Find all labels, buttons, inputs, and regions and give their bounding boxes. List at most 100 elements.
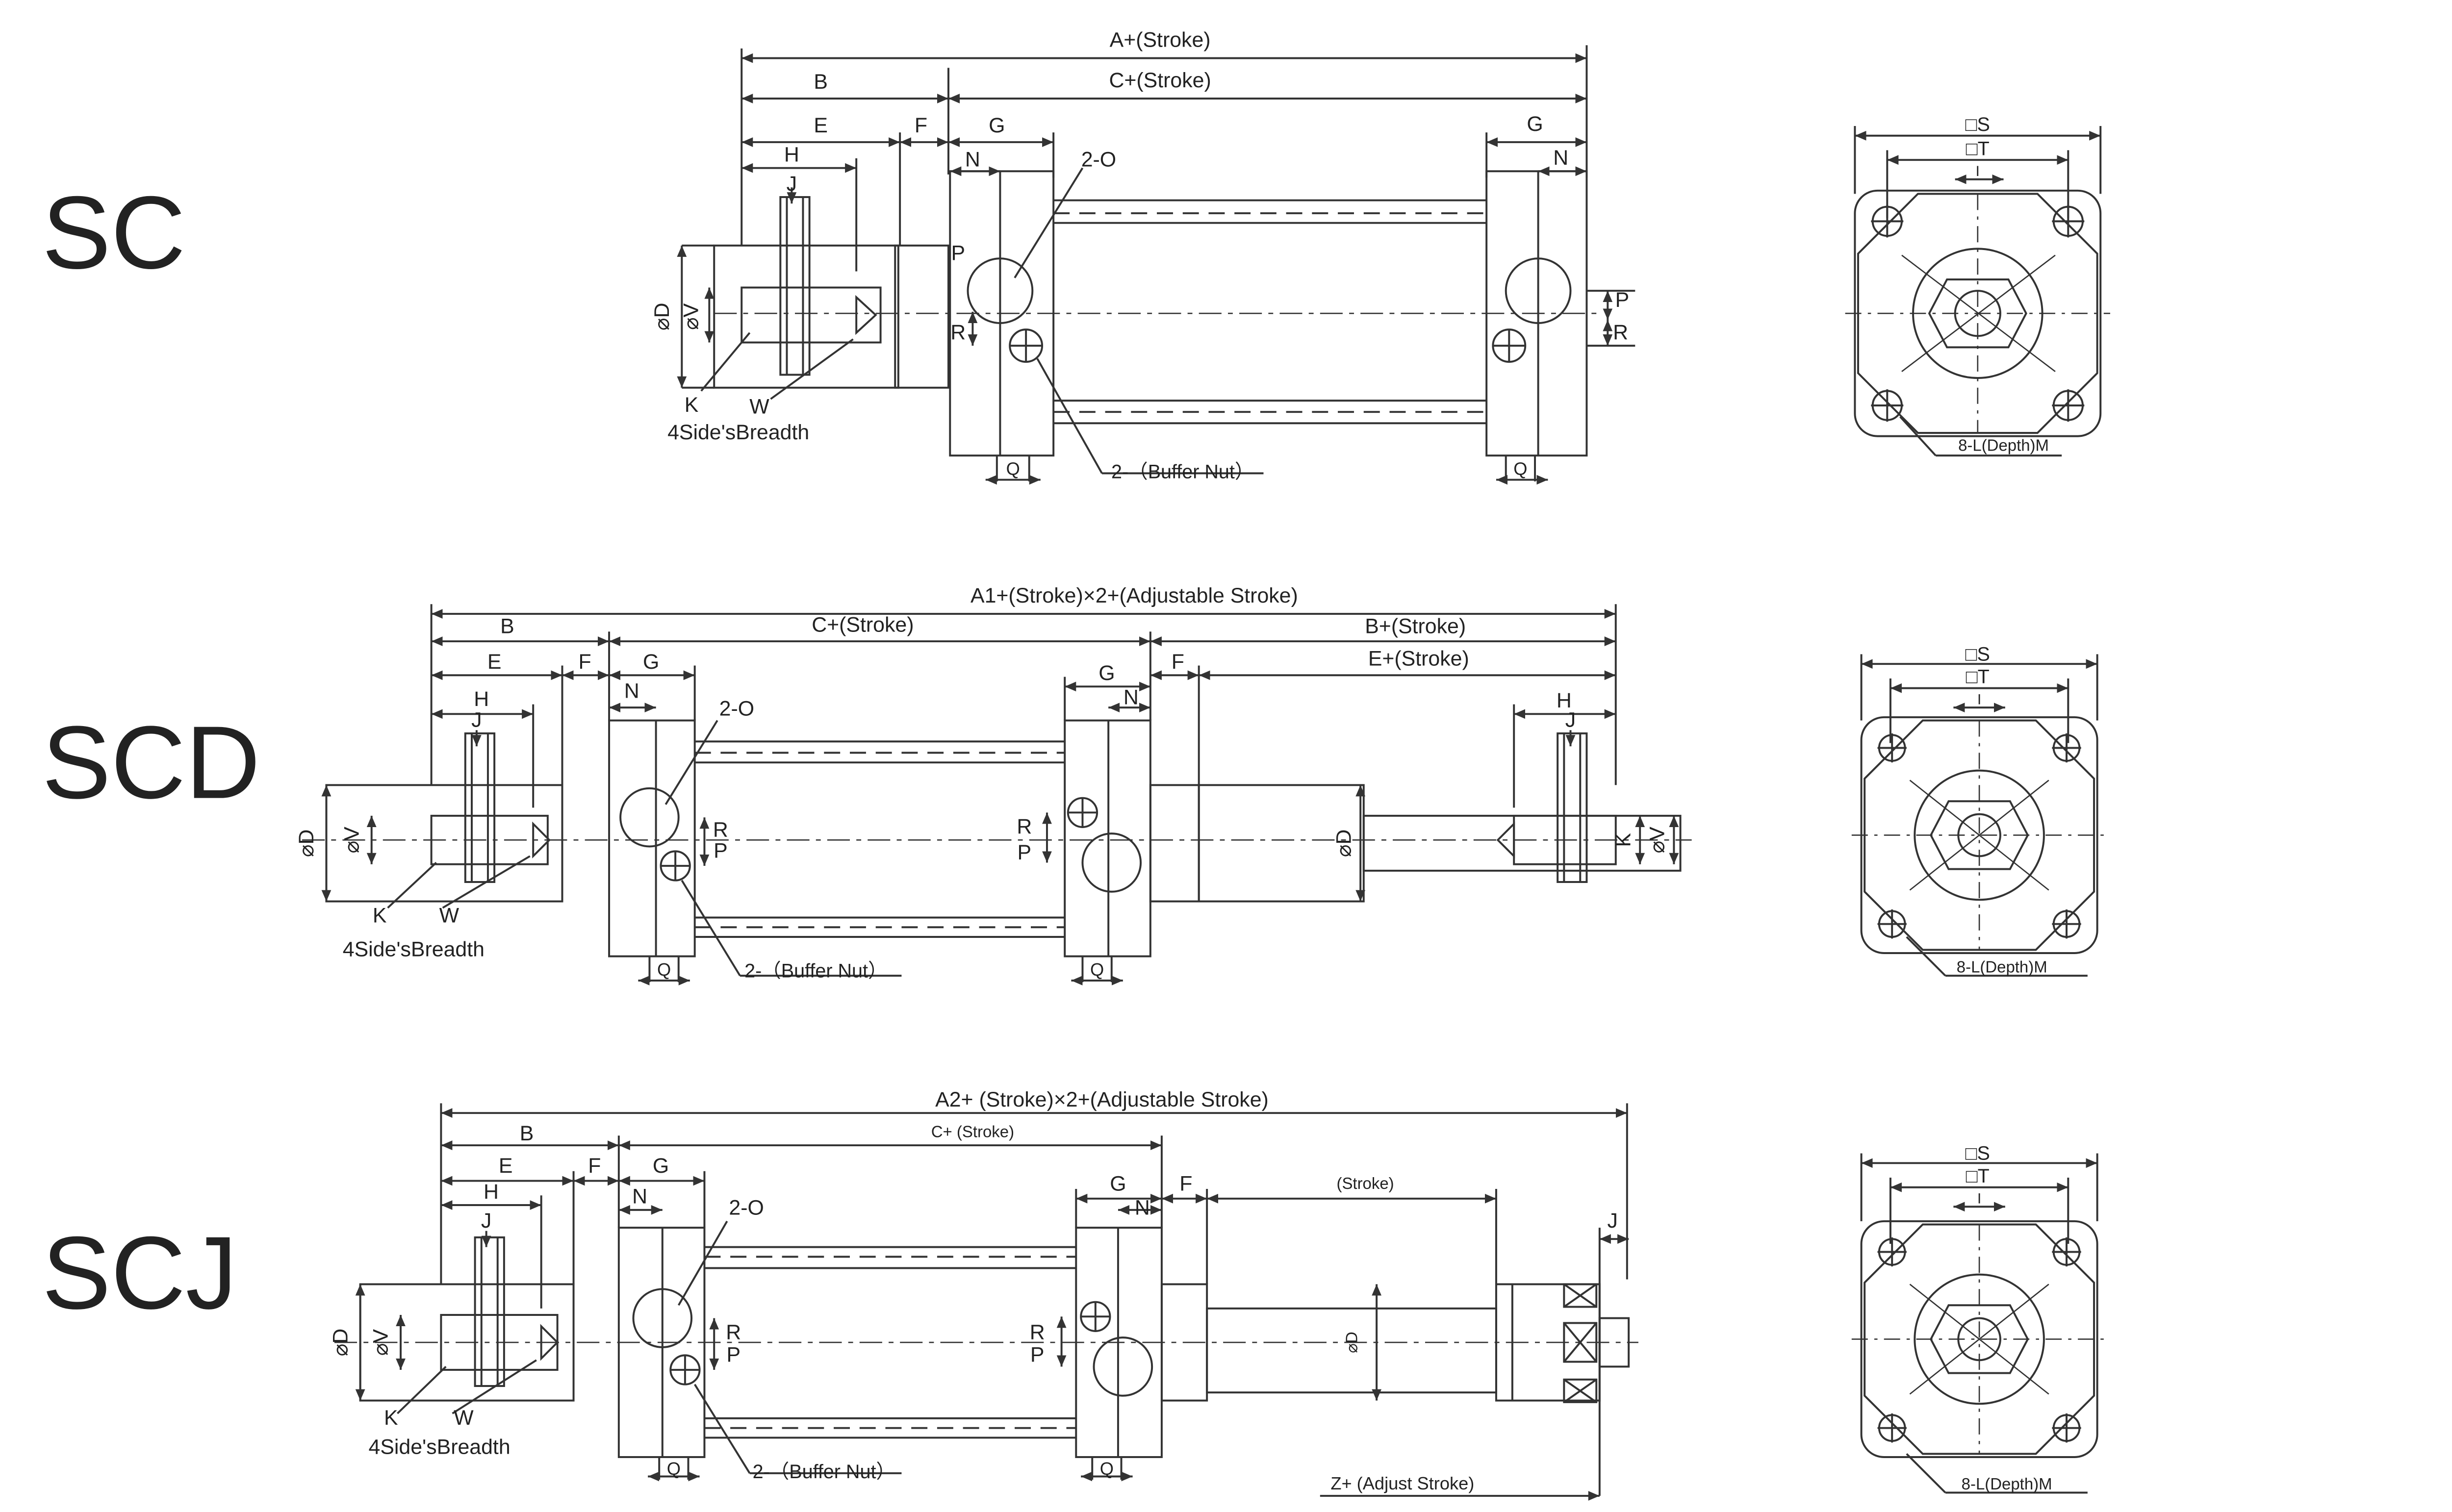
scj-dim-h: H <box>484 1180 499 1204</box>
scj-buffer-nut: 2-（Buffer Nut） <box>753 1461 895 1483</box>
scj-dim-q-right: Q <box>1100 1459 1114 1479</box>
scd-labels: A1+(Stroke)×2+(Adjustable Stroke) B C+(S… <box>295 584 1669 982</box>
sc-dim-p-left: P <box>951 241 965 265</box>
scj-dim-r-left: R <box>726 1320 741 1344</box>
scj-dim-d-rod: ⌀D <box>1343 1332 1361 1353</box>
scd-dim-o: 2-O <box>719 697 754 721</box>
sc-labels: A+(Stroke) B C+(Stroke) E F G G H J N N … <box>650 28 1629 483</box>
scd-side-view <box>302 604 1692 985</box>
scd-end-t: □T <box>1966 666 1990 688</box>
sc-dim-v: ⌀V <box>679 303 703 330</box>
scj-dim-p-left: P <box>726 1343 741 1367</box>
scd-dim-f-left: F <box>579 650 591 674</box>
scd-end-view <box>1851 654 2107 977</box>
scj-side-view <box>334 1103 1638 1501</box>
scj-dim-o: 2-O <box>729 1196 764 1220</box>
sc-dim-b: B <box>814 70 828 94</box>
sc-buffer-nut: 2-（Buffer Nut） <box>1111 461 1254 482</box>
sc-dim-top: A+(Stroke) <box>1110 28 1211 52</box>
scj-dim-p-right: P <box>1030 1343 1045 1367</box>
scd-dim-top: A1+(Stroke)×2+(Adjustable Stroke) <box>971 584 1298 607</box>
sc-dim-p-right: P <box>1615 288 1630 312</box>
sc-dim-g-left: G <box>989 114 1005 137</box>
sc-dim-n-right: N <box>1553 146 1568 170</box>
scj-end-view <box>1851 1153 2107 1494</box>
scd-dim-p-left: P <box>714 839 728 863</box>
scj-dim-b: B <box>520 1122 534 1145</box>
scj-dim-stroke: (Stroke) <box>1336 1174 1394 1192</box>
scj-dim-n-right: N <box>1135 1196 1150 1220</box>
scj-dim-f-left: F <box>588 1154 601 1178</box>
scd-end-s: □S <box>1966 644 1990 665</box>
scj-breadth: 4Side'sBreadth <box>369 1435 511 1459</box>
scj-dim-j-end: J <box>1607 1209 1617 1233</box>
row-name-scj: SCJ <box>42 1215 237 1331</box>
row-name-scd: SCD <box>42 705 260 820</box>
sc-end-i: I <box>1976 163 1980 179</box>
scj-dim-f-right: F <box>1179 1172 1192 1195</box>
sc-dim-k: K <box>685 393 699 417</box>
sc-dim-h: H <box>784 143 799 166</box>
scd-breadth: 4Side'sBreadth <box>343 938 485 961</box>
scj-end-thread: 8-L(Depth)M <box>1962 1475 2052 1493</box>
scd-dim-q-left: Q <box>657 959 671 980</box>
scd-dim-e: E <box>487 650 502 674</box>
scj-end-t: □T <box>1966 1165 1990 1187</box>
sc-dim-g-right: G <box>1527 112 1543 136</box>
scd-buffer-nut: 2-（Buffer Nut） <box>744 960 887 982</box>
sc-end-t: □T <box>1966 138 1990 159</box>
scj-dim-g-left: G <box>653 1154 669 1178</box>
scj-dim-c: C+ (Stroke) <box>931 1123 1014 1141</box>
row-name-sc: SC <box>42 175 186 290</box>
scd-dim-n-right: N <box>1124 686 1139 709</box>
scj-dim-j: J <box>481 1209 491 1233</box>
scj-dim-q-left: Q <box>667 1459 681 1479</box>
scd-dim-h-left: H <box>474 687 489 711</box>
scj-dim-top: A2+ (Stroke)×2+(Adjustable Stroke) <box>935 1088 1269 1111</box>
sc-dim-d: ⌀D <box>650 302 674 330</box>
sc-side-view <box>677 45 1635 485</box>
sc-dim-e: E <box>814 114 828 137</box>
sc-dim-n-left: N <box>965 148 980 171</box>
scd-dim-r-right: R <box>1017 815 1032 838</box>
sc-dim-f: F <box>915 114 927 137</box>
scd-dim-e2: E+(Stroke) <box>1368 647 1469 670</box>
scd-dim-c: C+(Stroke) <box>812 613 914 636</box>
scd-end-thread: 8-L(Depth)M <box>1957 958 2047 976</box>
scd-dim-w: W <box>439 904 460 927</box>
scj-dim-r-right: R <box>1030 1320 1045 1344</box>
scd-dim-h-right: H <box>1557 689 1572 712</box>
scd-dim-n-left: N <box>624 679 639 703</box>
scj-labels: A2+ (Stroke)×2+(Adjustable Stroke) B C+ … <box>329 1088 1618 1493</box>
sc-dim-o: 2-O <box>1081 148 1116 171</box>
sc-dim-r-left: R <box>950 321 966 344</box>
sc-end-s: □S <box>1966 114 1990 135</box>
scd-dim-b2: B+(Stroke) <box>1365 615 1466 638</box>
scd-dim-v-left: ⌀V <box>340 827 363 854</box>
scd-end-labels: □S □T I 8-L(Depth)M <box>1957 644 2047 976</box>
sc-breadth: 4Side'sBreadth <box>667 421 809 444</box>
scj-dim-g-right: G <box>1110 1172 1126 1195</box>
sc-dim-r-right: R <box>1613 321 1628 344</box>
sc-end-thread: 8-L(Depth)M <box>1958 436 2049 454</box>
sc-end-view <box>1845 126 2110 457</box>
scd-dim-g-right: G <box>1098 661 1115 685</box>
scj-end-i: I <box>1977 1191 1981 1207</box>
scj-dim-k: K <box>384 1406 398 1430</box>
scj-dim-n-left: N <box>632 1185 647 1209</box>
scd-dim-k-right: K <box>1611 833 1635 847</box>
sc-dim-q-right: Q <box>1513 459 1527 479</box>
scd-dim-g-left: G <box>643 650 659 674</box>
sc-dim-j: J <box>787 172 797 196</box>
scj-dim-v: ⌀V <box>369 1329 393 1356</box>
scd-dim-k: K <box>373 904 387 927</box>
scd-end-i: I <box>1977 692 1981 708</box>
scd-dim-q-right: Q <box>1090 959 1104 980</box>
scd-dim-r-left: R <box>713 818 728 842</box>
scj-adjust-stroke: Z+ (Adjust Stroke) <box>1330 1473 1474 1493</box>
sc-end-labels: □S □T I 8-L(Depth)M <box>1958 114 2049 454</box>
scd-dim-d-left: ⌀D <box>295 830 318 857</box>
scd-dim-f-right: F <box>1172 650 1184 674</box>
scj-end-s: □S <box>1966 1143 1990 1164</box>
